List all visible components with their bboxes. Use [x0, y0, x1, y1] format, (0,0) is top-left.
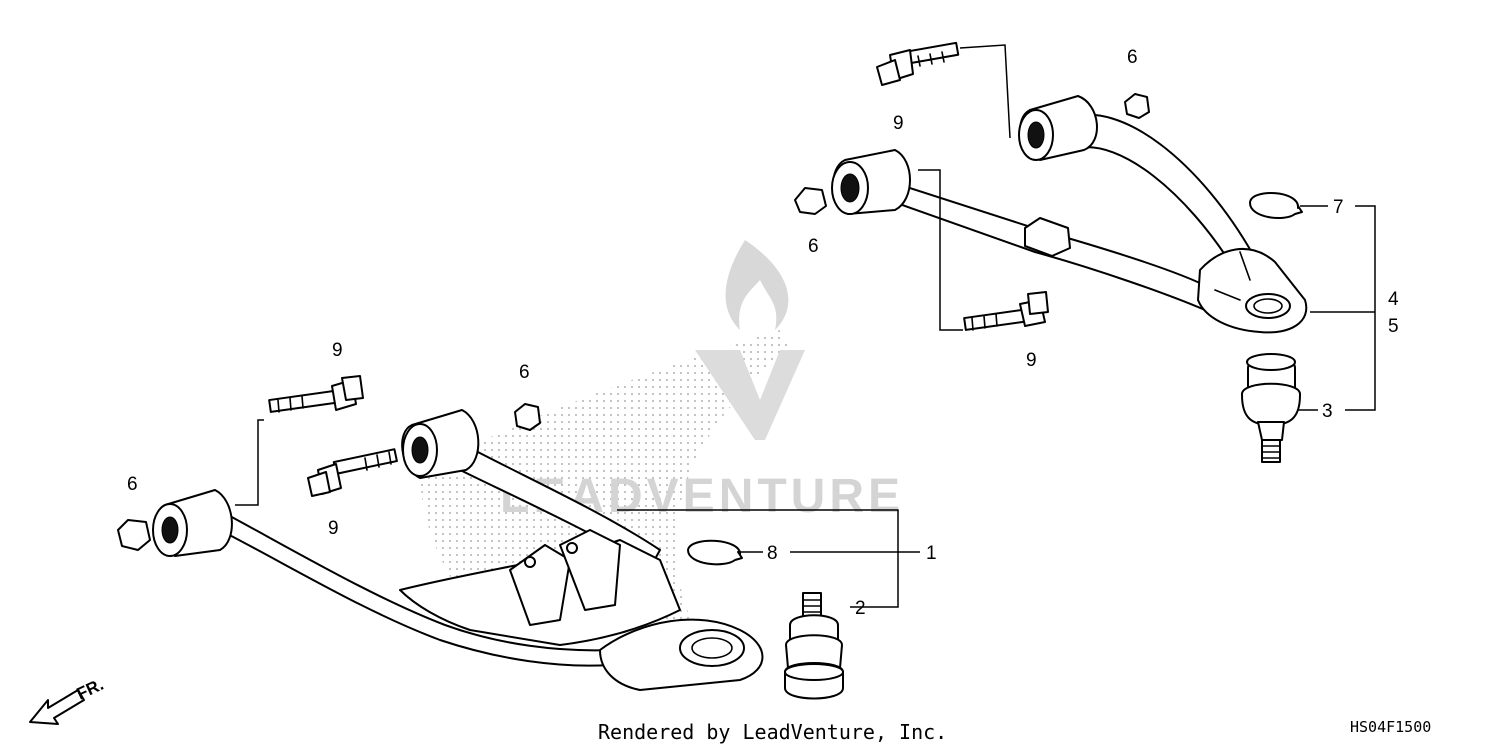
callout-6: 6 [127, 474, 138, 495]
callout-1: 1 [926, 543, 937, 564]
lower-ball-joint [784, 592, 844, 700]
upper-arm-bracket [1024, 217, 1071, 257]
callout-9: 9 [1026, 350, 1037, 371]
front-direction-indicator: FR. [29, 675, 107, 725]
callout-8: 8 [767, 543, 778, 564]
callout-9: 9 [893, 113, 904, 134]
callout-9: 9 [332, 340, 343, 361]
callout-labels: 6 9 6 9 7 4 5 3 9 6 6 9 8 1 2 [127, 47, 1399, 619]
lower-front-nut [117, 519, 151, 551]
watermark-flame-icon [725, 240, 789, 330]
upper-rear-bolt [876, 41, 960, 86]
upper-front-bolt [963, 291, 1049, 331]
lower-arm-ball-joint-hole [679, 629, 745, 667]
lower-arm-assembly [152, 409, 764, 691]
watermark-dotted-wing [420, 330, 790, 640]
lower-rear-bolt [268, 375, 364, 413]
callout-4: 4 [1388, 289, 1399, 310]
upper-arm-ball-joint-hole [1245, 293, 1291, 319]
front-arrow-icon [29, 689, 85, 725]
leader-lines [235, 44, 1376, 608]
callout-2: 2 [855, 598, 866, 619]
callout-6: 6 [808, 236, 819, 257]
callout-6: 6 [1127, 47, 1138, 68]
upper-ball-joint [1241, 353, 1301, 463]
circlip-lower [687, 539, 743, 566]
callout-6: 6 [519, 362, 530, 383]
lower-front-bolt [307, 448, 398, 497]
upper-front-nut [794, 187, 827, 215]
render-credit: Rendered by LeadVenture, Inc. [598, 720, 947, 744]
upper-arm-assembly [831, 95, 1308, 334]
callout-3: 3 [1322, 401, 1333, 422]
callout-5: 5 [1388, 316, 1399, 337]
lower-rear-nut [514, 403, 541, 431]
upper-rear-nut [1124, 93, 1150, 119]
circlip-upper [1249, 192, 1303, 219]
callout-9: 9 [328, 518, 339, 539]
diagram-code: HS04F1500 [1350, 718, 1431, 736]
watermark-v-icon [695, 350, 805, 440]
upper-arm-ball-joint-boss [1197, 247, 1308, 334]
callout-7: 7 [1333, 197, 1344, 218]
